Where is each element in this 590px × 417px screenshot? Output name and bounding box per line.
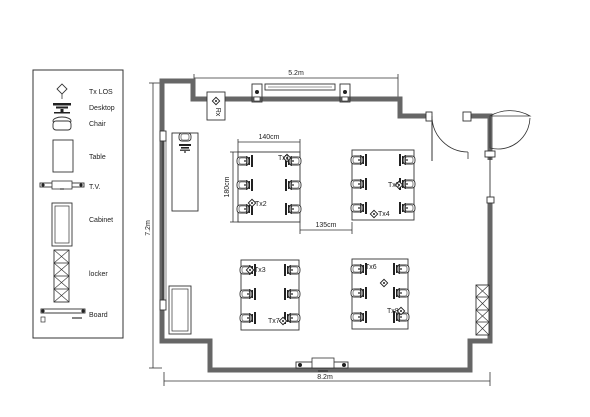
- tx6-label: Tx6: [365, 264, 377, 271]
- dim-height: 7.2m: [145, 220, 152, 236]
- tx2-label: Tx2: [255, 201, 267, 208]
- cabinet-room: [168, 285, 192, 335]
- teacher-desk: [171, 132, 199, 212]
- tx1-label: Tx1: [278, 155, 290, 162]
- tx5-label: Tx5: [388, 182, 400, 189]
- legend-label-desktop: Desktop: [89, 105, 115, 112]
- legend-box: [32, 69, 124, 339]
- table-icon: [52, 139, 74, 173]
- door: [425, 110, 532, 204]
- table-cluster-bottom-right: Tx6 Tx8: [350, 258, 410, 330]
- table-cluster-top-right: Tx5 Tx4: [350, 149, 416, 221]
- receiver-unit: Rx: [206, 91, 226, 121]
- dim-bottom-width: 8.2m: [317, 374, 333, 381]
- legend: Tx LOS Desktop Chair Table T.V.: [32, 69, 124, 339]
- tv-icon: [39, 180, 85, 190]
- tx4-label: Tx4: [378, 211, 390, 218]
- chair-icon: [52, 116, 72, 131]
- desktop-icon: [53, 103, 71, 114]
- locker-room: [475, 284, 490, 336]
- cabinet-icon: [51, 202, 73, 247]
- dim-table-depth: 180cm: [224, 176, 231, 197]
- legend-label-tx-los: Tx LOS: [89, 89, 113, 96]
- tx8-label: Tx8: [387, 308, 399, 315]
- dim-table-gap: 135cm: [315, 222, 336, 229]
- table-cluster-bottom-left: Tx3 Tx7: [239, 259, 301, 331]
- legend-label-table: Table: [89, 154, 106, 161]
- tx3-label: Tx3: [254, 267, 266, 274]
- legend-label-locker: locker: [89, 271, 108, 278]
- legend-label-board: Board: [89, 312, 108, 319]
- dimension-lines: 5.2m 7.2m 8.2m 140cm 180cm 135cm: [145, 70, 491, 386]
- tx7-label: Tx7: [268, 318, 280, 325]
- board-icon: [40, 308, 86, 323]
- table-cluster-top-left: Tx1 Tx2: [236, 151, 302, 223]
- locker-icon: [53, 249, 70, 303]
- tv-top-wall: [251, 83, 351, 103]
- tv-bottom-wall: [295, 357, 349, 372]
- receiver-label: Rx: [214, 108, 221, 117]
- dim-table-width: 140cm: [258, 134, 279, 141]
- dim-top-width: 5.2m: [288, 70, 304, 77]
- legend-label-tv: T.V.: [89, 184, 100, 191]
- legend-label-cabinet: Cabinet: [89, 217, 113, 224]
- board-left-wall: [159, 130, 167, 311]
- legend-label-chair: Chair: [89, 121, 106, 128]
- diamond-icon: [56, 83, 68, 99]
